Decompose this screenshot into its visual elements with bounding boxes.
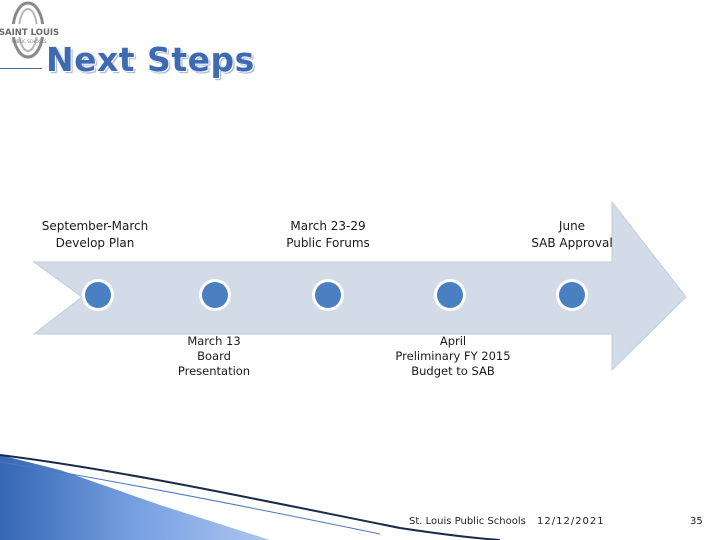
event-date: March 13 [187,334,241,348]
saint-louis-logo: SAINT LOUIS PUBLIC SCHOOLS [0,1,59,59]
event-date: June [558,219,586,233]
event-description: Develop Plan [55,236,135,250]
footer-date: 12/12/2021 [537,516,605,527]
arrow-shape [32,200,687,372]
event-description: Presentation [177,364,251,378]
event-label-september-march: September-March Develop Plan [40,218,150,252]
slide-title: Next Steps [46,40,255,79]
page-number: 35 [690,516,703,527]
event-label-march-23-29: March 23-29 Public Forums [273,218,383,252]
event-label-april: April Preliminary FY 2015 Budget to SAB [388,334,518,379]
event-description: Preliminary FY 2015 [395,349,511,363]
event-description: Public Forums [286,236,370,250]
svg-text:PUBLIC SCHOOLS: PUBLIC SCHOOLS [12,39,47,44]
event-date: September-March [41,219,149,233]
event-label-march-13: March 13 Board Presentation [164,334,264,379]
event-label-june: June SAB Approval [524,218,620,252]
event-date: March 23-29 [290,219,366,233]
footer-organization: St. Louis Public Schools [409,516,526,527]
svg-text:SAINT LOUIS: SAINT LOUIS [0,28,59,38]
event-description: SAB Approval [531,236,613,250]
timeline-dots [82,279,588,311]
event-description: Budget to SAB [411,364,495,378]
title-rule [0,68,42,69]
event-description: Board [197,349,231,363]
event-date: April [439,334,467,348]
